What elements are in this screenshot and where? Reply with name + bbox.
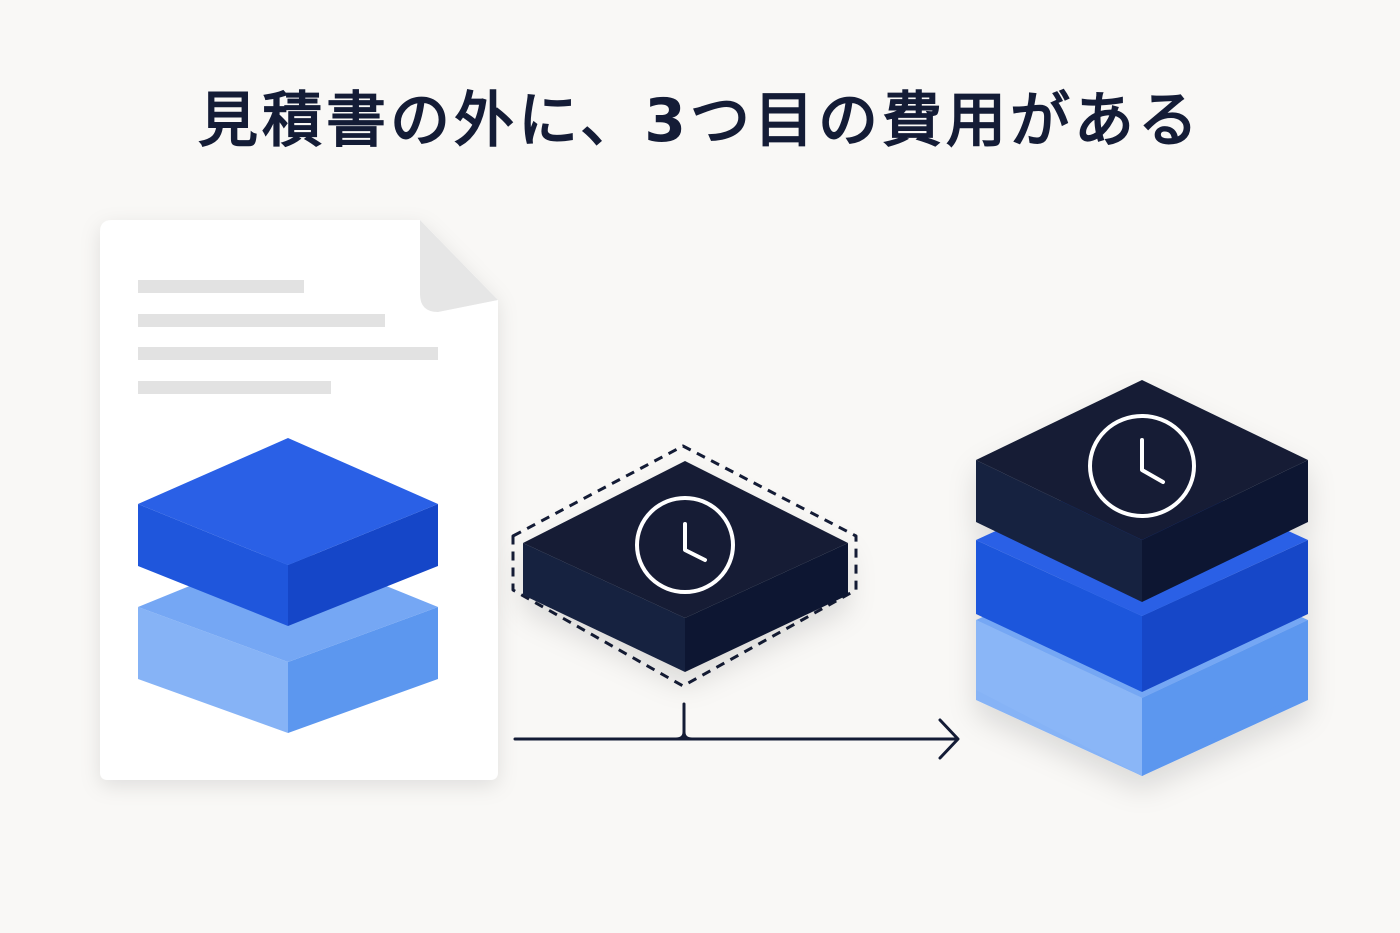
document-text-lines: [138, 280, 438, 394]
clock-icon: [1088, 414, 1196, 518]
clock-icon: [635, 496, 735, 594]
page-title: 見積書の外に、3つ目の費用がある: [198, 86, 1202, 156]
hidden-cost-outline: [511, 444, 858, 688]
document-blue-layer: [138, 438, 438, 626]
arrow-right-icon: [513, 702, 960, 760]
hidden-cost-block: [523, 461, 848, 672]
